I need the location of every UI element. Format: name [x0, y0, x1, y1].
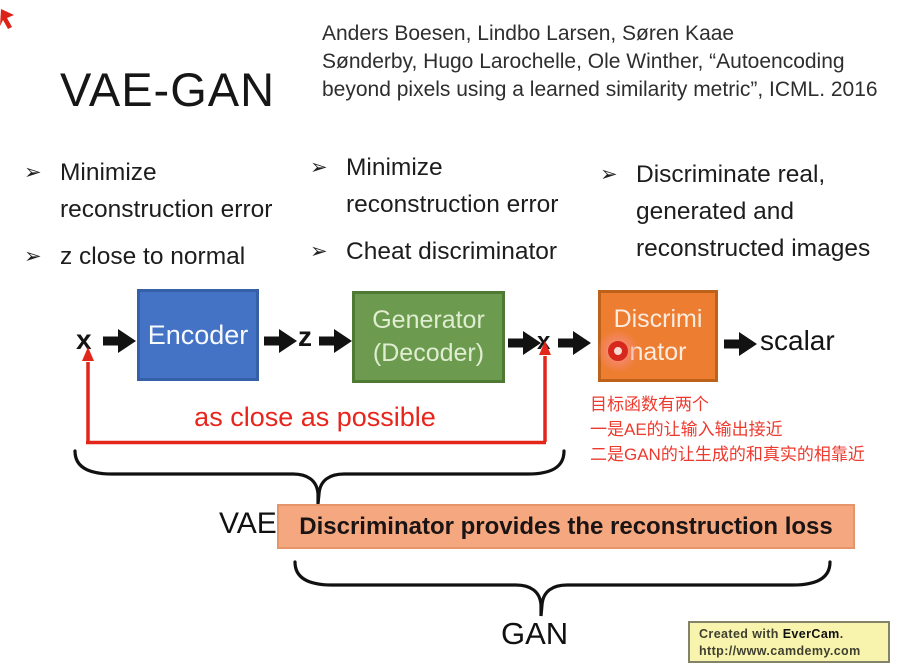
- note-line: 二是GAN的让生成的和真实的相靠近: [590, 445, 865, 464]
- bullet-column-vae: ➢ Minimize reconstruction error ➢ z clos…: [24, 154, 312, 275]
- gan-underbrace: [293, 560, 832, 617]
- badge-url: http://www.camdemy.com: [699, 644, 861, 658]
- bullet-item: ➢ Discriminate real, generated and recon…: [600, 156, 898, 267]
- bullet-line: Discriminate real,: [636, 161, 826, 188]
- flow-arrow-icon: [319, 329, 352, 353]
- citation: Anders Boesen, Lindbo Larsen, Søren Kaae…: [322, 20, 888, 104]
- bullet-item: ➢ Cheat discriminator: [310, 233, 602, 270]
- laser-pointer-dot: [608, 341, 628, 361]
- reconstructed-x-label: x: [537, 328, 551, 355]
- badge-line1: Created with EverCam.: [699, 627, 844, 641]
- citation-line: Anders Boesen, Lindbo Larsen, Søren Kaae: [322, 22, 735, 45]
- vae-underbrace: [73, 449, 566, 505]
- flow-arrow-icon: [264, 329, 297, 353]
- arrow-bullet-icon: ➢: [310, 240, 328, 263]
- bullet-line: reconstruction error: [346, 191, 559, 218]
- arrow-bullet-icon: ➢: [24, 161, 42, 184]
- gan-label: GAN: [501, 616, 569, 651]
- red-scribble-mark: [0, 9, 14, 29]
- discriminator-label-line2: nator: [629, 338, 687, 366]
- generator-label-line1: Generator: [372, 306, 485, 334]
- flow-arrow-icon: [558, 331, 591, 355]
- arrow-bullet-icon: ➢: [310, 156, 328, 179]
- bullet-line: generated and: [636, 198, 795, 225]
- scalar-label: scalar: [760, 325, 835, 356]
- input-x-label: x: [76, 324, 92, 355]
- bullet-column-generator: ➢ Minimize reconstruction error ➢ Cheat …: [310, 149, 602, 270]
- vae-label: VAE: [219, 507, 277, 540]
- discriminator-box: Discrimi nator: [598, 290, 718, 382]
- flow-arrow-icon: [508, 331, 541, 355]
- flow-arrow-icon: [724, 332, 757, 356]
- bullet-line: Minimize: [346, 154, 443, 181]
- latent-z-label: z: [298, 321, 312, 352]
- bullet-line: Cheat discriminator: [346, 238, 558, 265]
- bullet-line: Minimize: [60, 159, 157, 186]
- citation-line: Sønderby, Hugo Larochelle, Ole Winther, …: [322, 50, 845, 73]
- bullet-line: reconstruction error: [60, 196, 273, 223]
- vae-loss-box: Discriminator provides the reconstructio…: [277, 504, 855, 549]
- bullet-item: ➢ z close to normal: [24, 238, 312, 275]
- citation-line: beyond pixels using a learned similarity…: [322, 78, 878, 101]
- generator-label-line2: (Decoder): [372, 339, 485, 367]
- arrow-bullet-icon: ➢: [600, 163, 618, 186]
- encoder-box: Encoder: [137, 289, 259, 381]
- flow-arrow-icon: [103, 329, 136, 353]
- vae-loss-text: Discriminator provides the reconstructio…: [299, 512, 833, 540]
- objective-note: 目标函数有两个 一是AE的让输入输出接近 二是GAN的让生成的和真实的相靠近: [590, 392, 865, 467]
- evercam-badge: Created with EverCam. http://www.camdemy…: [688, 621, 890, 663]
- generator-box: Generator (Decoder): [352, 291, 505, 383]
- arrow-bullet-icon: ➢: [24, 245, 42, 268]
- bullet-line: reconstructed images: [636, 235, 871, 262]
- page-title: VAE-GAN: [60, 63, 276, 116]
- as-close-label: as close as possible: [194, 402, 436, 432]
- note-line: 一是AE的让输入输出接近: [590, 420, 783, 439]
- discriminator-label-line1: Discrimi: [613, 305, 703, 333]
- encoder-label: Encoder: [147, 319, 249, 350]
- bullet-line: z close to normal: [60, 243, 246, 270]
- bullet-column-discriminator: ➢ Discriminate real, generated and recon…: [600, 156, 898, 267]
- bullet-item: ➢ Minimize reconstruction error: [310, 149, 602, 223]
- note-line: 目标函数有两个: [590, 395, 709, 414]
- badge-brand: EverCam: [782, 627, 840, 641]
- bullet-item: ➢ Minimize reconstruction error: [24, 154, 312, 228]
